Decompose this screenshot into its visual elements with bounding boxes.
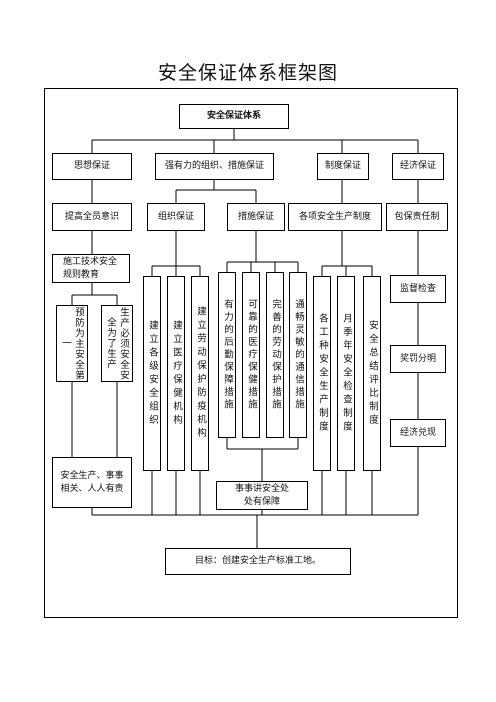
- everyone-responsible-node: 安全生产、事事相关、人人有责: [52, 457, 132, 508]
- economic-fulfill-node: 经济兑现: [390, 419, 446, 447]
- org-column-1: 建立各级安全组织: [143, 276, 161, 471]
- measure-column-4: 通畅灵敏的通信措施: [289, 272, 307, 438]
- org-column-3: 建立劳动保护防疫机构: [191, 276, 209, 471]
- reward-punish-node: 奖罚分明: [390, 345, 446, 373]
- system-column-2: 月季年安全检查制度: [337, 276, 355, 471]
- raise-awareness-node: 提高全员意识: [52, 203, 132, 231]
- measure-guarantee-node: 措施保证: [227, 203, 285, 231]
- safety-education-node: 施工技术安全规则教育: [52, 254, 130, 283]
- root-node: 安全保证体系: [179, 104, 289, 129]
- measure-column-3: 完善的劳动保护措施: [266, 272, 284, 438]
- prevention-first-column: 预防为主安全第一: [56, 305, 88, 382]
- system-column-3: 安全总结评比制度: [363, 276, 381, 471]
- system-column-1: 各工种安全生产制度: [313, 276, 331, 471]
- safety-everywhere-node: 事事讲安全处处有保障: [216, 481, 308, 510]
- thought-guarantee-node: 思想保证: [52, 153, 132, 180]
- system-guarantee-node: 制度保证: [317, 153, 369, 180]
- responsibility-system-node: 包保责任制: [386, 203, 448, 231]
- measure-column-2: 可靠的医疗保健措施: [242, 272, 260, 438]
- safety-rules-node: 各项安全生产制度: [288, 203, 382, 231]
- goal-node: 目标：创建安全生产标准工地。: [165, 548, 351, 575]
- org-column-2: 建立医疗保健机构: [167, 276, 185, 471]
- supervision-check-node: 监督检查: [390, 275, 446, 303]
- organization-measure-guarantee-node: 强有力的组织、措施保证: [155, 153, 274, 180]
- measure-column-1: 有力的后勤保障措施: [218, 272, 236, 438]
- production-safety-column: 生产必须安全安全为了生产: [101, 305, 133, 382]
- organization-guarantee-node: 组织保证: [147, 203, 205, 231]
- diagram-frame: [44, 88, 458, 618]
- economic-guarantee-node: 经济保证: [392, 153, 444, 180]
- page-title: 安全保证体系框架图: [157, 62, 338, 84]
